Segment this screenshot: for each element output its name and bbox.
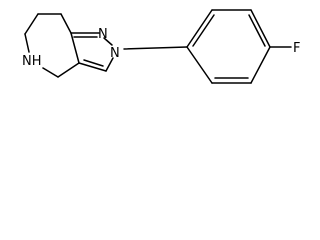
bond-c3-c3a — [78, 62, 107, 72]
bond-ar6-ar1 — [186, 46, 213, 84]
bond-c4-c3a — [57, 62, 80, 78]
bond-ar3-ar4-double — [248, 14, 266, 47]
bond-c6-c5 — [24, 13, 39, 35]
structure-svg: N N NH F — [22, 9, 300, 84]
bond-ar4-ar5 — [250, 46, 271, 84]
bond-n2-aryl — [123, 46, 188, 50]
atom-label-f: F — [293, 41, 300, 56]
bond-n2-c3 — [105, 57, 114, 72]
molecule-diagram: N N NH F — [0, 0, 315, 88]
bond-ar1-ar2-double — [192, 14, 215, 47]
atom-label-n1: N — [98, 27, 108, 42]
bond-c5-n4 — [24, 33, 30, 53]
bond-c3a-c7a — [70, 32, 80, 64]
bond-c7a-c7 — [60, 13, 72, 34]
bond-n4-c4 — [42, 67, 59, 78]
atom-label-n2: N — [110, 46, 120, 61]
bond-ar1-ar2 — [186, 9, 213, 48]
bond-c3-c3a-double — [83, 59, 104, 67]
bond-n1-n2 — [103, 37, 113, 46]
atom-label-nh: NH — [22, 54, 42, 69]
bond-ar3-ar4 — [250, 9, 271, 48]
